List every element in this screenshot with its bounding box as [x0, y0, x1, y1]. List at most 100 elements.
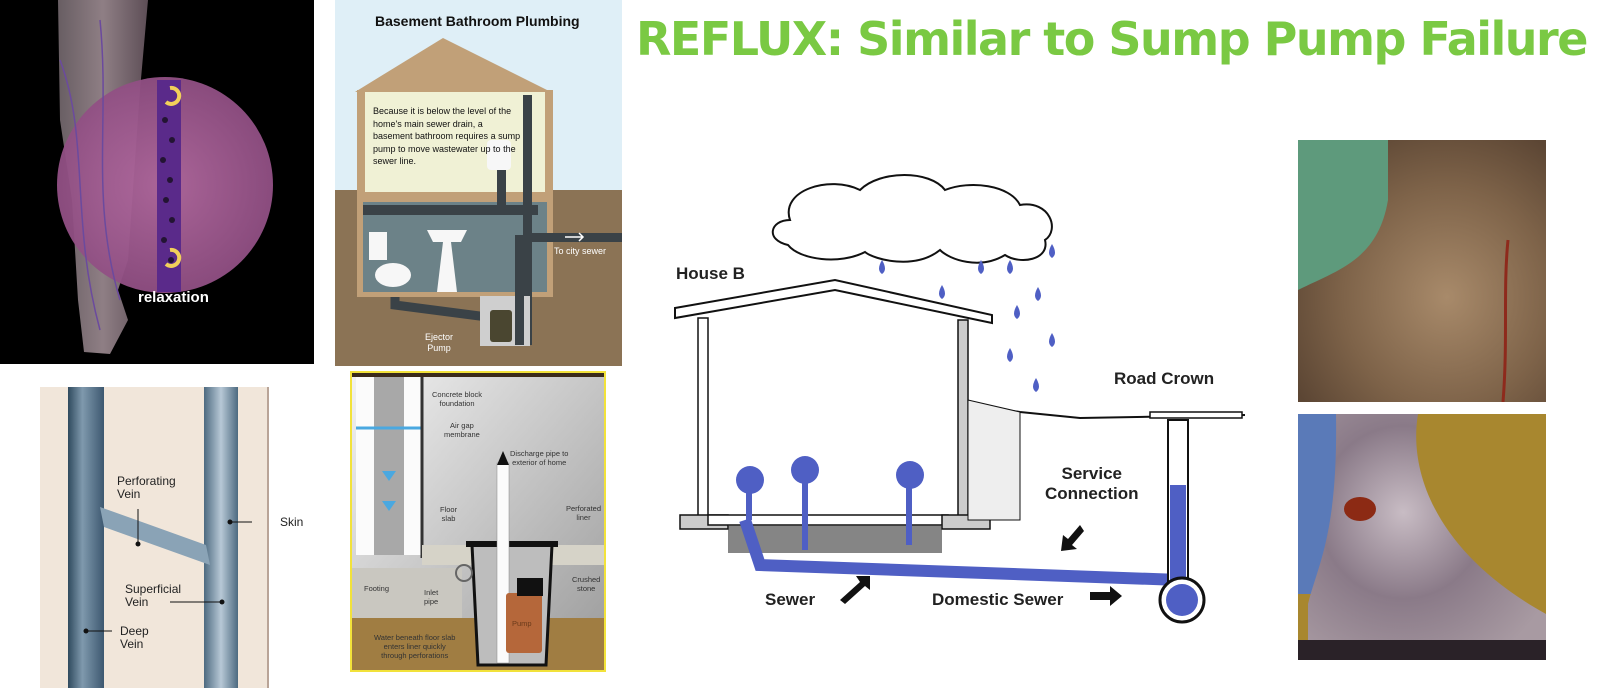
deep-vein-label-line1: Deep [120, 624, 149, 638]
leg-vein-graphic [57, 0, 273, 354]
vein-anatomy-diagram: Perforating Vein Skin Superficial Vein D… [40, 387, 315, 688]
perforating-vein-label-line2: Vein [117, 487, 141, 501]
sewer-graphic [674, 174, 1246, 624]
photo-top-graphic [1298, 140, 1546, 402]
domestic-sewer-arrow-icon [1090, 586, 1122, 606]
ankle-ulcer-photo [1298, 414, 1546, 660]
cloud-icon [771, 174, 1053, 264]
footing-label: Footing [364, 584, 390, 593]
stack-pipe [523, 95, 532, 345]
water-note-line2: enters liner quickly [383, 642, 446, 651]
water-arrow-icon [382, 471, 396, 481]
vein-tube [157, 80, 181, 292]
road-crown-label: Road Crown [1114, 369, 1215, 388]
arrow-up-icon [497, 451, 509, 465]
valve-arrow-icon [164, 85, 182, 106]
foundation-label-line2: foundation [439, 399, 475, 408]
service-connection-label-line2: Connection [1045, 484, 1139, 503]
sewer-label: Sewer [765, 590, 816, 609]
roof [674, 278, 993, 325]
arrow-right-icon [565, 232, 585, 242]
water-arrow-icon [382, 501, 396, 511]
domestic-sewer-label: Domestic Sewer [932, 590, 1064, 609]
backflow-geysers [736, 456, 924, 550]
foundation-label: Concrete block foundation [432, 390, 482, 408]
liner-label: Perforated liner [566, 504, 601, 522]
sink-icon [427, 230, 467, 292]
house-wall-right [957, 319, 969, 521]
crushed-stone-label: Crushed stone [572, 575, 600, 593]
ejector-pump-label-line1: Ejector [425, 332, 454, 342]
sump-graphic [352, 373, 604, 670]
basement-title: Basement Bathroom Plumbing [375, 13, 580, 29]
perforating-vein [100, 507, 210, 565]
valve-arrow-icon [164, 247, 182, 268]
roof [355, 38, 551, 92]
sewer-pipe [739, 518, 1181, 586]
vein-graphic [40, 387, 269, 688]
footing [352, 568, 462, 620]
service-connection-label: Service Connection [1045, 464, 1139, 504]
liner-label-line2: liner [576, 513, 591, 522]
ulcer-wound [1344, 497, 1376, 521]
relaxation-label: relaxation [138, 289, 209, 306]
sump-pump-diagram: Concrete block foundation Air gap membra… [350, 371, 606, 672]
pump [506, 593, 542, 653]
ankle-discoloration-photo [1298, 140, 1546, 402]
deep-vein [68, 387, 104, 688]
superficial-vein [204, 387, 238, 688]
blood-trail [1501, 239, 1510, 402]
toilet-upper-icon [487, 140, 511, 170]
superficial-vein-label-line2: Vein [125, 595, 149, 609]
discharge-label-line2: exterior of home [512, 458, 567, 467]
water-note-line1: Water beneath floor slab [374, 633, 456, 642]
inlet-pipe [455, 564, 473, 582]
superficial-vein-label: Superficial Vein [125, 583, 181, 609]
ejector-pump-label-line2: Pump [427, 343, 451, 353]
membrane-label: Air gap membrane [444, 421, 480, 439]
crushed-stone-label-line1: Crushed [572, 575, 601, 584]
floor-slab-label-line1: Floor [440, 505, 458, 514]
crushed-stone-label-line2: stone [577, 584, 596, 593]
deep-vein-label-line2: Vein [120, 637, 144, 651]
manhole-water [1170, 485, 1186, 590]
pump-label: Pump [512, 619, 532, 628]
inlet-pipe-label: Inlet pipe [424, 588, 438, 606]
water-note-line3: through perforations [381, 651, 449, 660]
leg-vein-illustration: relaxation [0, 0, 314, 364]
superficial-vein-label-line1: Superficial [125, 582, 182, 596]
sewer-backup-diagram: House B Road Crown Service Connection Se… [660, 160, 1260, 640]
ejector-pump-label: Ejector Pump [425, 332, 453, 354]
membrane-label-line2: membrane [444, 430, 480, 439]
ejector-pump [490, 310, 512, 342]
basement-plumbing-diagram: Basement Bathroom Plumbing Because it is… [335, 0, 622, 366]
floor-slab-label: Floor slab [440, 505, 457, 523]
deep-vein-label: Deep Vein [120, 625, 149, 651]
membrane-label-line1: Air gap [450, 421, 474, 430]
service-connection-arrow-icon [1061, 525, 1084, 551]
ankle-skin [1308, 414, 1546, 660]
basement-description: Because it is below the level of the hom… [373, 106, 521, 166]
perforating-vein-label-line1: Perforating [117, 474, 176, 488]
perforating-vein-label: Perforating Vein [117, 475, 176, 501]
slide-title: REFLUX: Similar to Sump Pump Failure [636, 12, 1588, 66]
photo-bottom-graphic [1298, 414, 1546, 660]
toilet-basement-icon [369, 232, 387, 260]
discharge-label: Discharge pipe to exterior of home [510, 449, 568, 467]
to-city-sewer-label: To city sewer [554, 246, 607, 256]
water-note-label: Water beneath floor slab enters liner qu… [374, 633, 455, 660]
upper-floor [365, 92, 545, 192]
inlet-pipe-label-line2: pipe [424, 597, 439, 606]
inlet-pipe-label-line1: Inlet [424, 588, 439, 597]
discharge-label-line1: Discharge pipe to [510, 449, 569, 458]
sewer-arrow-icon [840, 576, 870, 604]
liner-label-line1: Perforated [566, 504, 602, 513]
foundation-label-line1: Concrete block [432, 390, 483, 399]
floor-slab-label-line2: slab [441, 514, 456, 523]
house-b-label: House B [676, 264, 745, 283]
rain-drops [879, 244, 1055, 392]
service-connection-label-line1: Service [1061, 464, 1123, 483]
ankle-skin [1298, 140, 1546, 402]
basement-graphic [335, 38, 622, 366]
house-wall-left [697, 317, 709, 519]
